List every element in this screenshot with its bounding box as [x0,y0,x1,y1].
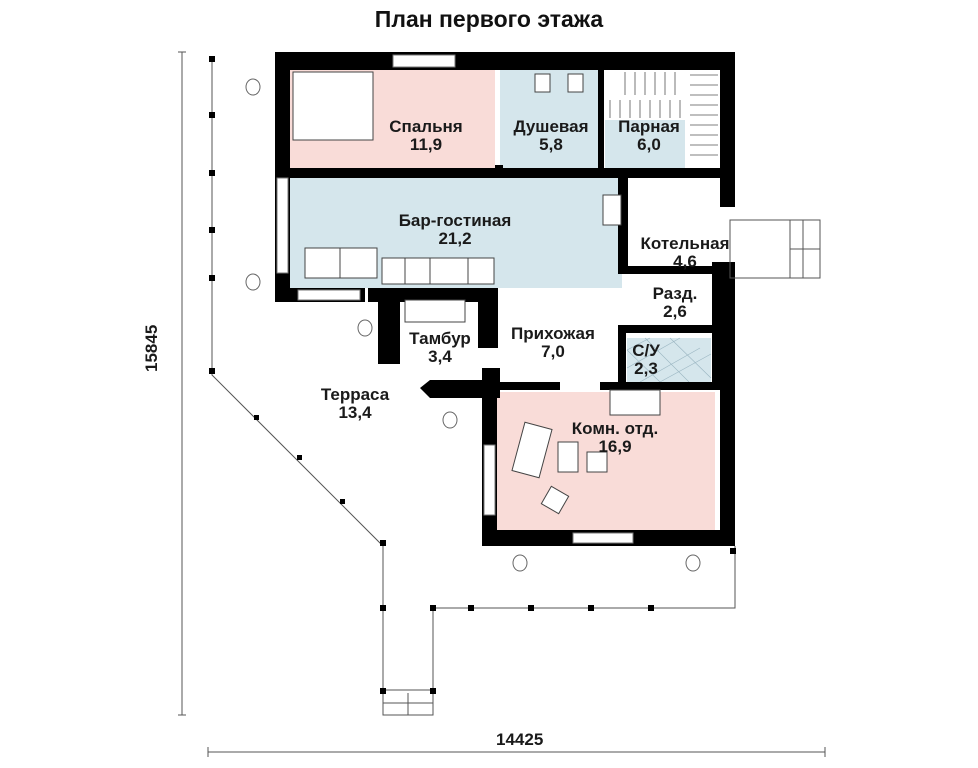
bed [292,71,374,141]
furniture [292,71,661,515]
plan-title: План первого этажа [374,6,604,32]
dimension-lines [178,51,826,757]
plants [245,78,701,572]
terrace-posts [209,56,736,694]
sauna-benches [609,72,718,156]
width-dimension: 14425 [496,730,544,749]
terrace-outline [211,56,821,716]
height-dimension: 15845 [142,324,161,372]
room-rest: Комн. отд.16,9 [571,419,659,456]
steam-room-fill [605,120,685,170]
shower-fill [500,70,602,170]
wc-tile-pattern [626,337,712,383]
room-changing: Разд.2,6 [652,284,698,321]
windows [276,54,634,544]
